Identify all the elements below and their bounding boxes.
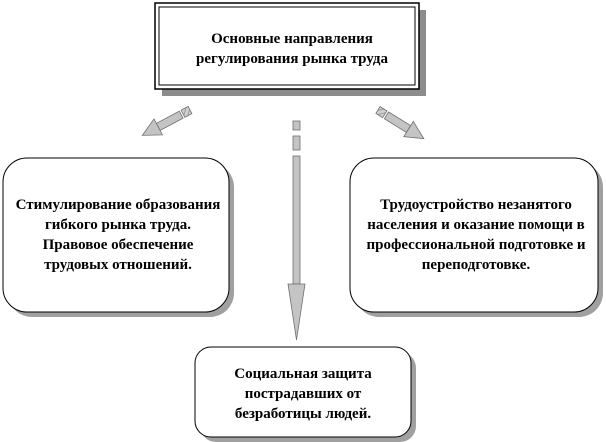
left-node-label: Стимулирование образования гибкого рынка… [15, 197, 221, 273]
bottom-node-box [194, 346, 412, 438]
left-node-box [2, 157, 230, 313]
root-node-label: Основные направления регулирования рынка… [196, 31, 388, 67]
right-node-label: Трудоустройство незанятого населения и о… [366, 197, 586, 273]
left-node [2, 157, 234, 317]
bottom-node [194, 346, 416, 442]
right-node [349, 157, 603, 317]
arrow-to-bottom-node [287, 120, 306, 341]
bottom-node-label: Социальная защита пострадавших от безраб… [234, 366, 372, 422]
right-node-box [349, 157, 599, 313]
arrow-to-right-node [375, 106, 425, 140]
root-node [154, 2, 426, 96]
root-node-inner-border [158, 6, 416, 86]
arrow-to-left-node [141, 105, 193, 136]
